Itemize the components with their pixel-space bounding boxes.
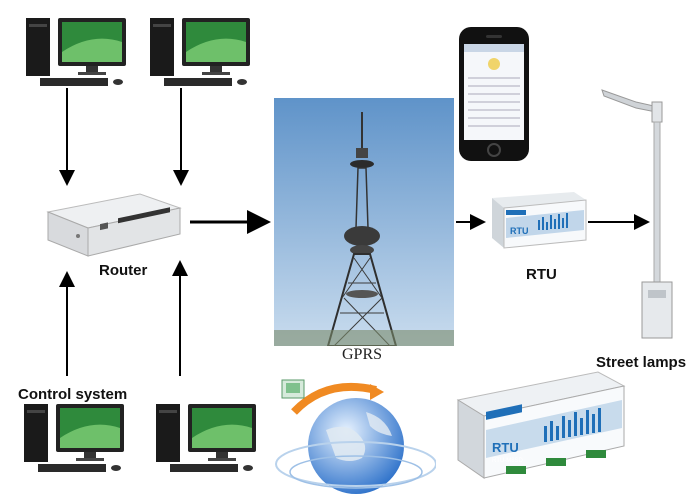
router-device-icon xyxy=(44,190,184,260)
control-system-label: Control system xyxy=(18,386,128,403)
rtu-label: RTU xyxy=(526,266,557,283)
street-lamp-icon xyxy=(596,82,676,352)
rtu-large-text: RTU xyxy=(492,440,519,455)
router-label: Router xyxy=(99,262,148,279)
rtu-device-icon: RTU RTU-M8SD xyxy=(448,366,628,486)
gprs-label: GPRS xyxy=(342,346,383,363)
rtu-small-text: RTU xyxy=(510,226,529,236)
tower-photo xyxy=(274,98,454,346)
desktop-computer-icon xyxy=(22,12,132,92)
rtu-device-icon: RTU xyxy=(488,190,588,250)
desktop-computer-icon xyxy=(152,398,262,478)
globe-network-icon xyxy=(266,372,436,500)
street-lamps-label: Street lamps xyxy=(596,354,687,371)
desktop-computer-icon xyxy=(146,12,256,92)
rtu-large-subtext: RTU-M8SD xyxy=(492,458,524,464)
smartphone-icon xyxy=(458,26,530,162)
desktop-computer-icon xyxy=(20,398,130,478)
